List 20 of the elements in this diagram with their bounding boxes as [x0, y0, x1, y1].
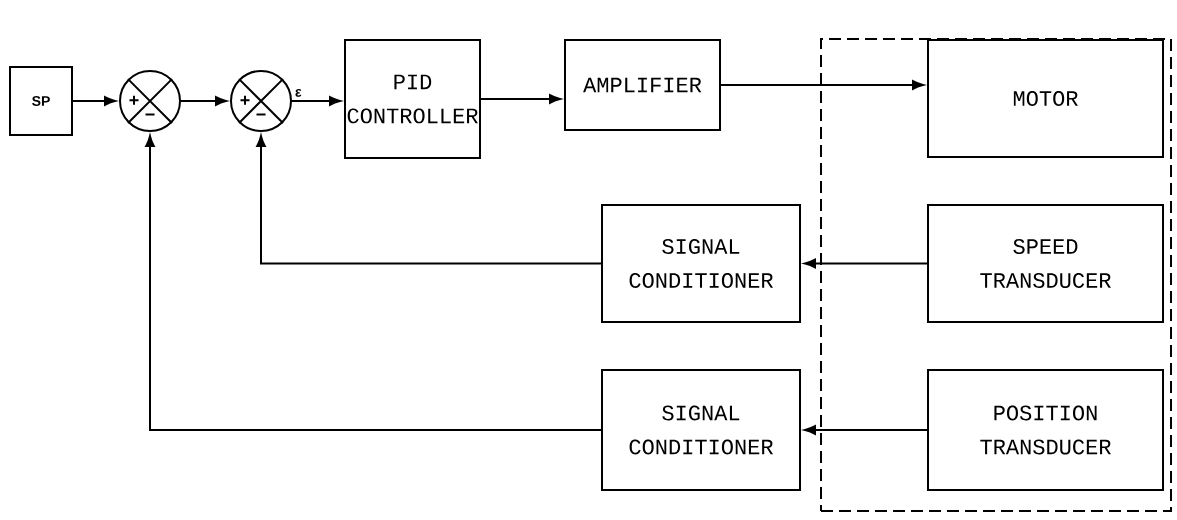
arrow: [291, 96, 341, 106]
dashed-boundary: [820, 38, 1172, 512]
edge-label: ε: [295, 89, 302, 97]
summing-junction: + −: [119, 70, 181, 132]
block: MOTOR: [927, 39, 1164, 158]
arrow: [804, 425, 928, 435]
arrow: [256, 135, 602, 265]
block: SP: [9, 66, 73, 136]
block: POSITION TRANSDUCER: [927, 369, 1164, 491]
block: PID CONTROLLER: [344, 39, 481, 159]
arrow: [180, 96, 227, 106]
arrow: [72, 96, 116, 106]
arrow: [720, 80, 924, 90]
arrow: [145, 135, 602, 431]
block: SIGNAL CONDITIONER: [601, 204, 801, 323]
block: SPEED TRANSDUCER: [927, 204, 1164, 323]
block: AMPLIFIER: [564, 39, 721, 131]
arrow: [480, 94, 561, 104]
block: SIGNAL CONDITIONER: [601, 369, 801, 491]
summing-junction: + −: [230, 70, 292, 132]
